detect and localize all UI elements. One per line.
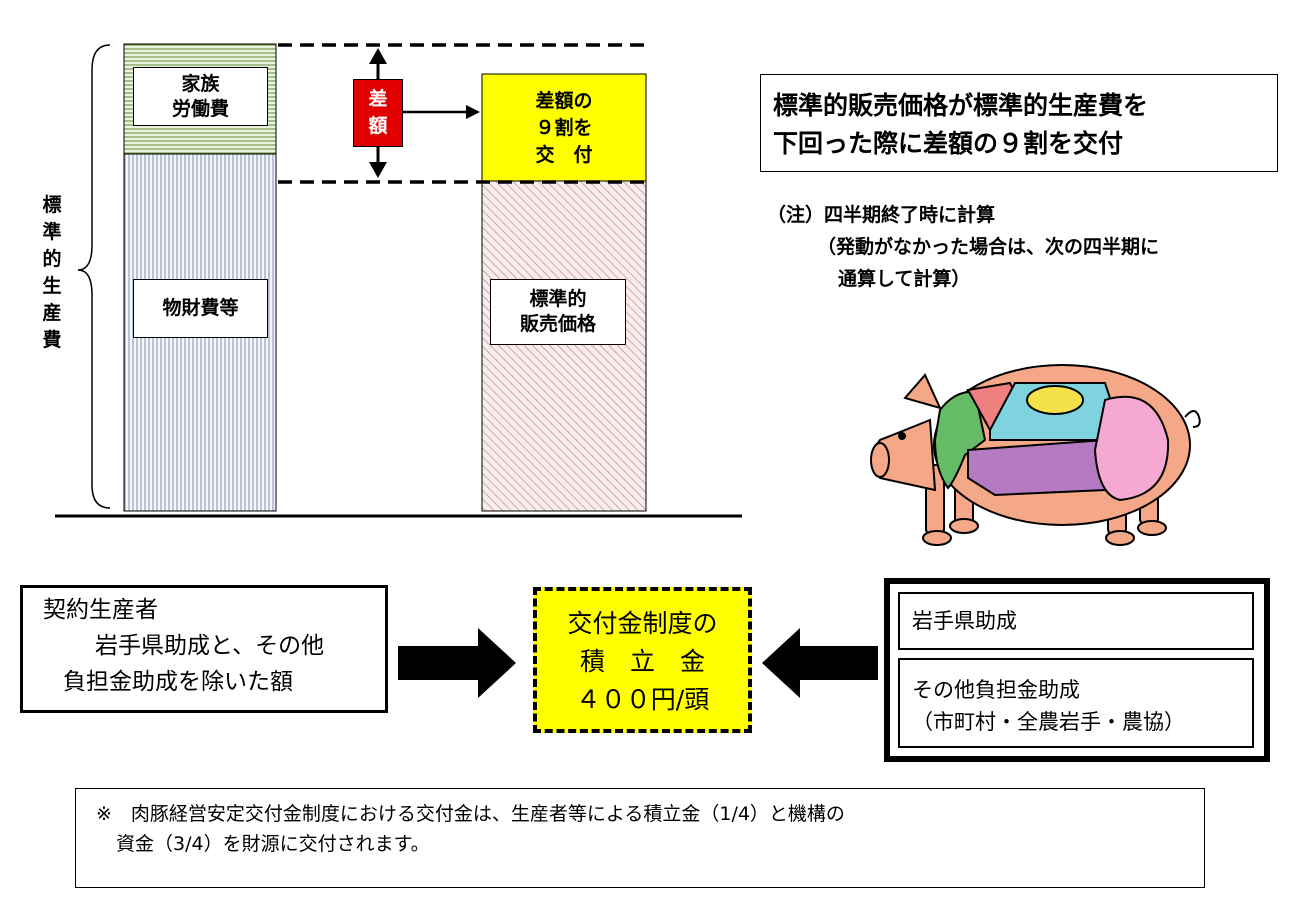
big-right-arrow-icon — [398, 628, 516, 698]
vertical-label-char: 準 — [42, 221, 62, 243]
producer-box: 契約生産者 岩手県助成と、その他 負担金助成を除いた額 — [20, 585, 388, 713]
vertical-label-char: 的 — [42, 248, 62, 270]
right-arrow-icon — [398, 105, 480, 119]
support-item-2-line-1: その他負担金助成 — [912, 678, 1080, 702]
support-item-1: 岩手県助成 — [898, 592, 1254, 650]
pig-illustration — [870, 364, 1201, 546]
note-line-3: 通算して計算） — [838, 268, 971, 290]
producer-line-1: 契約生産者 — [43, 597, 158, 623]
reserve-fund-box: 交付金制度の 積 立 金 ４００円/頭 — [533, 587, 752, 733]
payout-line: 差額の — [535, 90, 593, 112]
payout-label: 差額の ９割を 交 付 — [482, 88, 646, 169]
materials-label: 物財費等 — [133, 279, 268, 338]
sale-price-segment — [481, 180, 647, 512]
headline-box: 標準的販売価格が標準的生産費を 下回った際に差額の９割を交付 — [760, 74, 1278, 172]
vertical-label-char: 産 — [42, 302, 62, 324]
standard-production-cost-label: 標 準 的 生 産 費 — [37, 192, 67, 354]
family-labor-line: 労働費 — [171, 97, 229, 120]
big-left-arrow-icon — [762, 628, 878, 698]
fund-line-1: 交付金制度の — [567, 609, 718, 638]
headline-line: 下回った際に差額の９割を交付 — [773, 129, 1124, 158]
footnote-line-2: 資金（3/4）を財源に交付されます。 — [116, 833, 430, 855]
footnote-line-1: ※ 肉豚経営安定交付金制度における交付金は、生産者等による積立金（1/4）と機構… — [96, 803, 845, 825]
producer-line-2: 岩手県助成と、その他 — [95, 633, 325, 659]
sale-price-line: 標準的 — [529, 288, 587, 311]
family-labor-line: 家族 — [181, 72, 220, 95]
support-item-2: その他負担金助成 （市町村・全農岩手・農協） — [898, 658, 1254, 748]
headline-line: 標準的販売価格が標準的生産費を — [773, 91, 1149, 120]
family-labor-label: 家族 労働費 — [133, 67, 268, 126]
fund-line-3: ４００円/頭 — [575, 685, 710, 714]
note-line-1: （注）四半期終了時に計算 — [767, 204, 996, 226]
payout-line: 交 付 — [535, 144, 593, 166]
vertical-label-char: 標 — [42, 194, 62, 216]
fund-line-2: 積 立 金 — [579, 647, 705, 676]
note-line-2: （発動がなかった場合は、次の四半期に — [817, 236, 1160, 258]
difference-label: 差 額 — [353, 79, 403, 147]
producer-line-3: 負担金助成を除いた額 — [63, 669, 293, 695]
sale-price-line: 販売価格 — [519, 313, 596, 335]
difference-char: 額 — [368, 115, 388, 137]
support-box: 岩手県助成 その他負担金助成 （市町村・全農岩手・農協） — [884, 578, 1270, 762]
brace-icon — [77, 44, 111, 509]
footnote-box: ※ 肉豚経営安定交付金制度における交付金は、生産者等による積立金（1/4）と機構… — [75, 788, 1205, 888]
payout-line: ９割を — [535, 117, 593, 139]
vertical-label-char: 費 — [42, 329, 62, 351]
difference-char: 差 — [368, 88, 388, 110]
support-item-2-line-2: （市町村・全農岩手・農協） — [912, 710, 1185, 734]
vertical-label-char: 生 — [42, 275, 62, 297]
standard-sale-price-label: 標準的 販売価格 — [490, 279, 626, 345]
